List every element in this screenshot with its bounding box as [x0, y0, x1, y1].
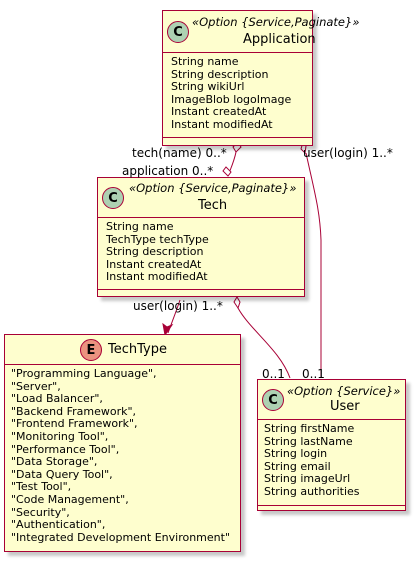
enum-techtype-header: E TechType	[5, 335, 240, 365]
class-user-header: C «Option {Service}» User	[258, 380, 405, 420]
enum-value: "Load Balancer",	[11, 392, 103, 406]
enum-value: "Data Storage",	[11, 455, 98, 469]
enum-value: "Test Tool",	[11, 480, 72, 494]
class-icon: C	[167, 21, 189, 43]
attribute: String imageUrl	[264, 472, 351, 486]
class-application[interactable]: C «Option {Service,Paginate}» Applicatio…	[162, 10, 359, 146]
tech-techtype-edge	[167, 299, 181, 334]
enum-value: "Code Management",	[11, 492, 129, 506]
attribute-list: String name String description String wi…	[163, 53, 312, 132]
attribute: String login	[264, 447, 328, 461]
label-app-user-bottom: 0..1	[302, 367, 325, 381]
label-app-user-top: user(login) 1..*	[303, 146, 393, 160]
attribute: String email	[264, 459, 331, 473]
attribute: Instant modifiedAt	[171, 117, 273, 131]
attribute: String lastName	[264, 434, 353, 448]
app-tech-diamond-bottom	[222, 166, 232, 177]
attribute: String description	[106, 245, 204, 259]
enum-name: TechType	[108, 342, 167, 357]
enum-value: "Backend Framework",	[11, 404, 137, 418]
attribute: String wikiUrl	[171, 80, 245, 94]
label-tech-user-top: user(login) 1..*	[133, 299, 223, 313]
attribute: String firstName	[264, 422, 355, 435]
class-icon: C	[102, 187, 124, 209]
attribute: Instant createdAt	[171, 105, 267, 119]
class-name: User	[330, 399, 360, 414]
class-name: Application	[243, 32, 316, 47]
app-user-edge	[305, 152, 322, 378]
enum-value: "Programming Language",	[11, 367, 157, 380]
class-tech-header: C «Option {Service,Paginate}» Tech	[98, 178, 304, 218]
attribute-list: String name TechType techType String des…	[98, 218, 304, 284]
enum-value: "Server",	[11, 379, 61, 393]
attribute: Instant createdAt	[106, 257, 202, 271]
enum-value: "Data Query Tool",	[11, 467, 113, 481]
stereotype: «Option {Service,Paginate}»	[129, 181, 297, 195]
attribute: String name	[106, 220, 174, 233]
attribute: ImageBlob logoImage	[171, 92, 292, 106]
attribute: Instant modifiedAt	[106, 270, 208, 284]
attribute: String authorities	[264, 484, 360, 498]
attribute: TechType techType	[106, 232, 209, 246]
label-app-tech-top: tech(name) 0..*	[132, 146, 227, 160]
label-app-tech-bottom: application 0..*	[122, 164, 214, 178]
stereotype: «Option {Service}»	[287, 384, 401, 398]
enum-value: "Integrated Development Environment"	[11, 530, 231, 544]
enum-value: "Performance Tool",	[11, 442, 120, 456]
attribute-list: String firstName String lastName String …	[258, 420, 405, 499]
tech-user-edge	[237, 307, 291, 379]
enum-value-list: "Programming Language", "Server", "Load …	[5, 365, 240, 544]
class-icon: C	[262, 389, 284, 411]
enum-techtype[interactable]: E TechType "Programming Language", "Serv…	[4, 334, 241, 552]
label-tech-user-bottom: 0..1	[262, 367, 285, 381]
class-user[interactable]: C «Option {Service}» User String firstNa…	[257, 379, 406, 511]
enum-value: "Monitoring Tool",	[11, 429, 109, 443]
enum-value: "Authentication",	[11, 518, 106, 532]
tech-user-diamond	[233, 296, 241, 310]
class-tech[interactable]: C «Option {Service,Paginate}» Tech Strin…	[97, 177, 305, 297]
class-application-header: C «Option {Service,Paginate}» Applicatio…	[163, 11, 359, 53]
attribute: String name	[171, 55, 239, 68]
class-name: Tech	[198, 198, 228, 213]
enum-value: "Frontend Framework",	[11, 417, 138, 431]
enum-icon: E	[80, 339, 102, 361]
enum-value: "Security",	[11, 505, 70, 519]
method-compartment	[98, 288, 304, 297]
method-compartment	[163, 136, 312, 145]
stereotype: «Option {Service,Paginate}»	[192, 15, 360, 29]
tech-techtype-arrowhead	[162, 322, 174, 337]
method-compartment	[258, 504, 405, 513]
attribute: String description	[171, 67, 269, 81]
